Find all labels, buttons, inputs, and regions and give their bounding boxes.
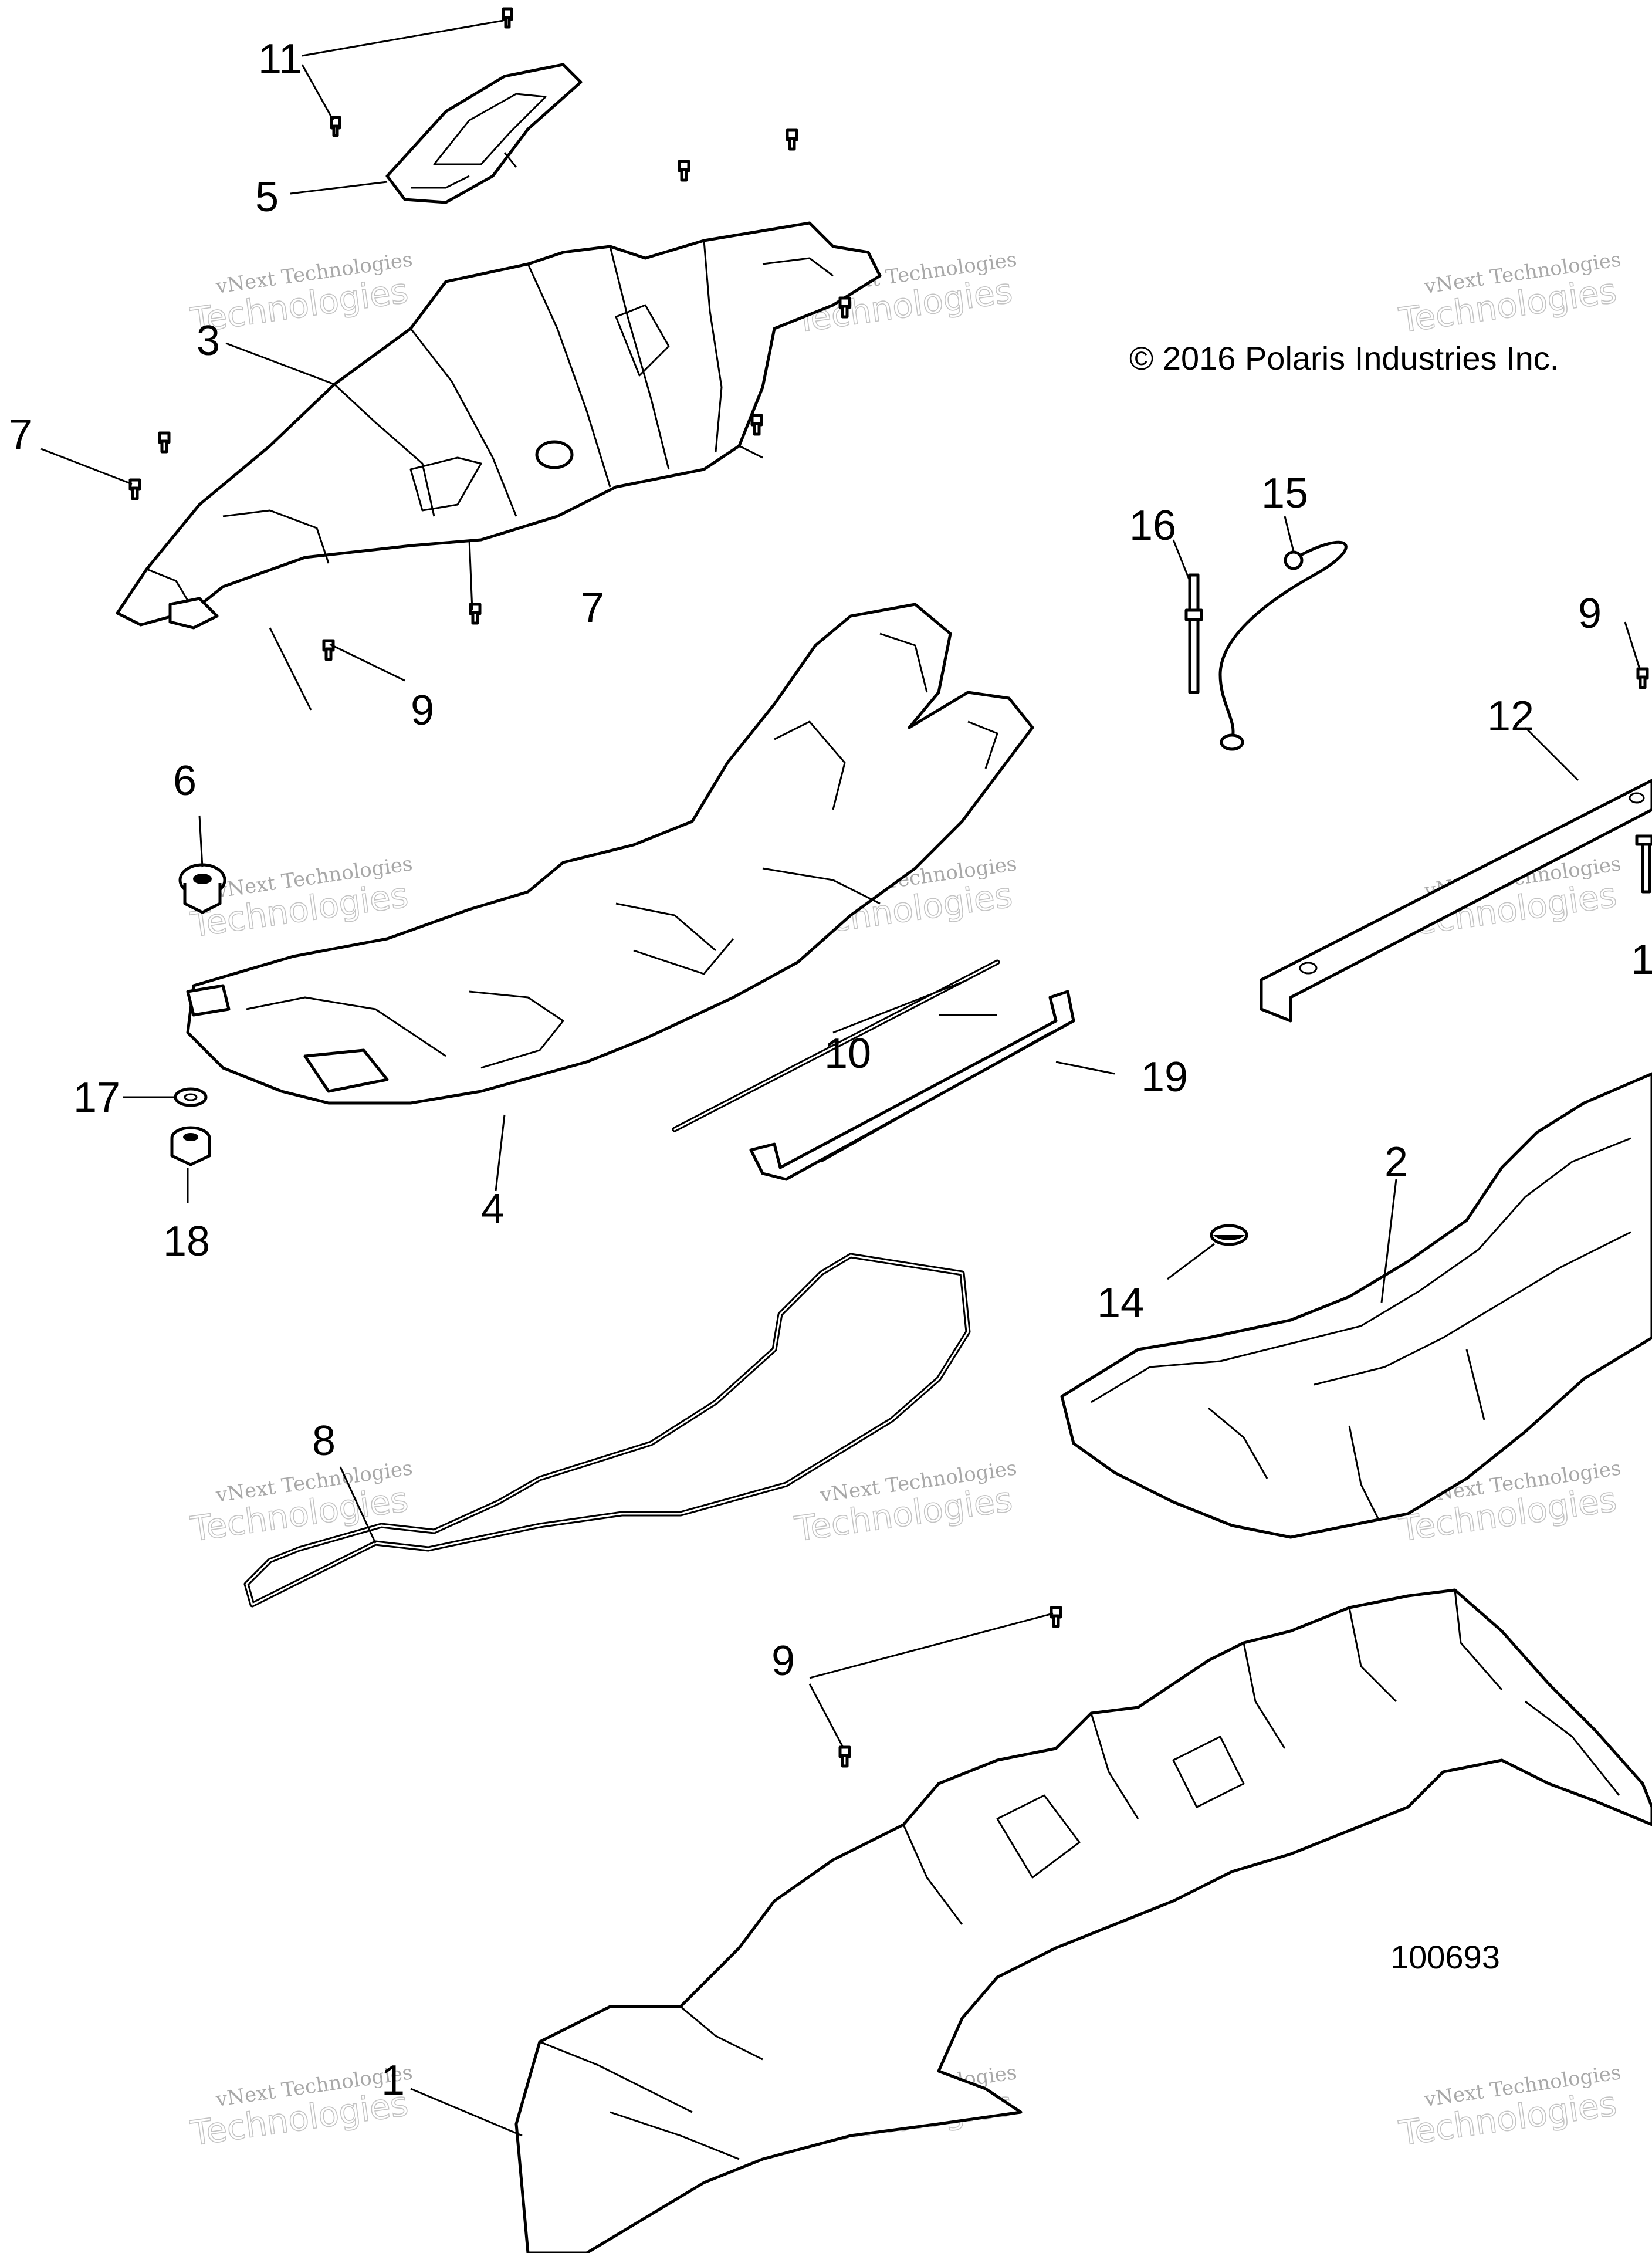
part-13-bolt (1635, 834, 1652, 894)
fastener-top-3 (838, 296, 851, 319)
part-8-seal (243, 1253, 971, 1608)
callout-labels: 11 5 3 7 7 9 6 17 18 4 10 19 16 15 9 12 … (9, 36, 1652, 2104)
part-1-frame (514, 1588, 1652, 2253)
callout-2: 2 (1384, 1139, 1408, 1186)
fastener-9a (322, 639, 335, 661)
fastener-top-1 (786, 128, 798, 151)
fastener-9d (838, 1745, 851, 1768)
callout-18: 18 (163, 1218, 210, 1265)
part-5-bracket (385, 63, 583, 204)
copyright-notice: © 2016 Polaris Industries Inc. (1129, 340, 1559, 377)
part-18-mount (170, 1126, 211, 1166)
part-2-tub (1060, 1072, 1652, 1539)
part-16-pin (1184, 573, 1203, 694)
callout-14: 14 (1097, 1280, 1144, 1327)
part-12-strap (1260, 779, 1652, 1023)
part-6-grommet (178, 863, 226, 914)
fastener-11a (502, 7, 513, 29)
callout-5: 5 (255, 174, 279, 221)
part-19-bracket-bar (749, 990, 1075, 1181)
leader-lines (40, 19, 1641, 2137)
watermark-bottom-right: vNext Technologies Technologies (1396, 2061, 1623, 2154)
fastener-top-2 (678, 160, 690, 182)
fastener-left-2 (128, 478, 141, 500)
part-4-tray (186, 603, 1034, 1105)
callout-13-partial: 1 (1631, 936, 1652, 983)
document-number: 100693 (1390, 1939, 1500, 1975)
callout-9-left: 9 (411, 687, 434, 734)
callout-16: 16 (1129, 502, 1176, 549)
callout-3: 3 (197, 317, 220, 364)
callout-19: 19 (1141, 1054, 1188, 1101)
callout-4: 4 (481, 1186, 505, 1233)
watermark-low-left: vNext Technologies Technologies (188, 1456, 414, 1550)
callout-9-lower: 9 (771, 1638, 795, 1684)
callout-15: 15 (1261, 470, 1308, 517)
fastener-left-1 (158, 431, 171, 454)
callout-8: 8 (312, 1418, 336, 1464)
callout-9-right: 9 (1578, 590, 1602, 637)
fastener-top-4 (750, 414, 763, 436)
callout-11: 11 (258, 36, 302, 83)
fastener-9c (1050, 1606, 1062, 1628)
callout-7-left: 7 (9, 411, 32, 458)
watermark-low-middle: vNext Technologies Technologies (792, 1456, 1018, 1550)
watermark-top-left: vNext Technologies Technologies (188, 248, 414, 341)
callout-12: 12 (1487, 693, 1534, 740)
callout-1: 1 (381, 2057, 405, 2104)
part-14-plug (1210, 1224, 1248, 1246)
fasteners (128, 7, 1649, 1768)
part-17-washer (174, 1087, 208, 1107)
part-3-body-shell (116, 221, 882, 630)
watermark-top-right: vNext Technologies Technologies (1396, 248, 1623, 341)
callout-7-right: 7 (581, 584, 604, 631)
fastener-9b (1636, 667, 1649, 689)
callout-6: 6 (173, 757, 197, 804)
callout-17: 17 (73, 1074, 120, 1121)
part-15-cable (1218, 540, 1348, 751)
callout-10: 10 (824, 1030, 871, 1077)
